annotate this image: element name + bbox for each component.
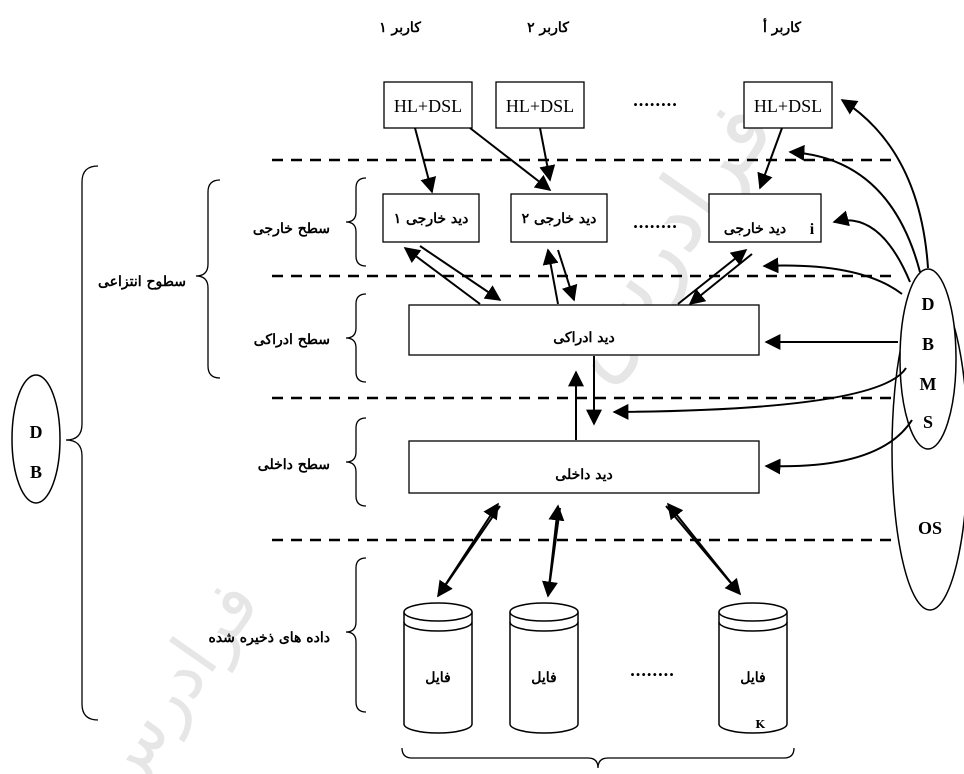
internal-view-box: دید داخلی xyxy=(408,440,760,494)
svg-text:OS: OS xyxy=(918,518,942,538)
stored-data-label: داده های ذخیره شده xyxy=(208,630,330,646)
hl-dsl-box-i: HL+DSL xyxy=(743,81,833,129)
dots-external: ........ xyxy=(633,213,678,232)
svg-text:دید داخلی: دید داخلی xyxy=(555,467,612,483)
internal-level-label: سطح داخلی xyxy=(258,457,330,473)
svg-text:HL+DSL: HL+DSL xyxy=(394,96,462,116)
svg-text:D: D xyxy=(30,422,43,442)
svg-text:S: S xyxy=(923,412,933,432)
conceptual-level-label: سطح ادراکی xyxy=(254,332,330,348)
conceptual-view-box: دید ادراکی xyxy=(408,304,760,356)
svg-text:HL+DSL: HL+DSL xyxy=(506,96,574,116)
level-braces xyxy=(65,165,367,721)
svg-text:B: B xyxy=(922,334,934,354)
external-view-i-box: دید خارجی i xyxy=(708,193,822,243)
user-2-label: کاربر ۲ xyxy=(527,20,569,36)
abstract-levels-label: سطوح انتزاعی xyxy=(98,274,186,290)
dots-top: ........ xyxy=(633,91,678,110)
dbms-ellipse: D B M S xyxy=(899,268,957,450)
external-view-2-box: دید خارجی ۲ xyxy=(510,193,608,243)
svg-text:HL+DSL: HL+DSL xyxy=(754,96,822,116)
file-cylinder-k: فایل K xyxy=(718,602,788,734)
hl-dsl-box-2: HL+DSL xyxy=(495,81,585,129)
file-cylinder-1: فایل xyxy=(403,602,473,734)
dots-files: ........ xyxy=(630,661,675,680)
svg-text:فایل: فایل xyxy=(740,670,765,686)
svg-text:دید خارجی ۲: دید خارجی ۲ xyxy=(522,211,597,227)
files-brace xyxy=(401,747,795,769)
svg-text:D: D xyxy=(922,294,935,314)
svg-text:فایل: فایل xyxy=(531,670,556,686)
svg-text:B: B xyxy=(30,462,42,482)
user-1-label: کاربر ۱ xyxy=(379,20,421,36)
svg-text:M: M xyxy=(920,374,937,394)
db-ellipse: D B xyxy=(11,374,61,504)
svg-text:K: K xyxy=(755,718,765,731)
file-cylinder-2: فایل xyxy=(509,602,579,734)
user-i-label: کاربر أ xyxy=(763,17,801,36)
flow-arrows xyxy=(403,99,929,598)
svg-text:i: i xyxy=(810,221,815,238)
watermark-lower: فرادرس xyxy=(69,565,275,774)
svg-text:دید خارجی ۱: دید خارجی ۱ xyxy=(394,211,469,227)
external-level-label: سطح خارجی xyxy=(253,221,330,237)
hl-dsl-box-1: HL+DSL xyxy=(383,81,473,129)
svg-text:دید خارجی: دید خارجی xyxy=(724,221,786,237)
svg-text:فایل: فایل xyxy=(425,670,450,686)
svg-text:دید ادراکی: دید ادراکی xyxy=(553,330,614,346)
external-view-1-box: دید خارجی ۱ xyxy=(382,193,480,243)
